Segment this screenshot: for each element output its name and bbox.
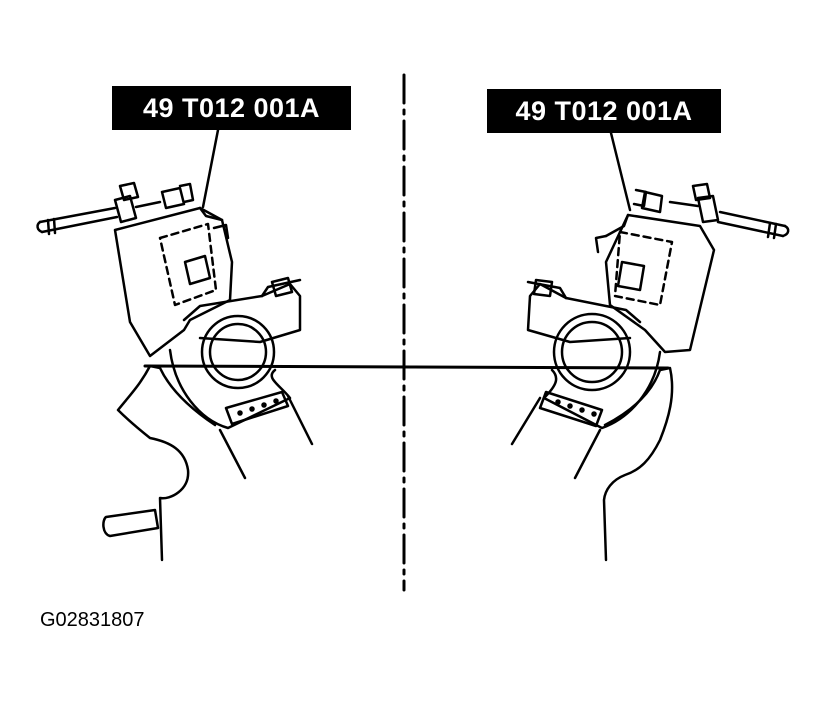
figure-id: G02831807	[40, 609, 145, 631]
right-assembly	[510, 131, 790, 562]
left-assembly	[36, 128, 314, 562]
left-tool-number-label: 49 T012 001A	[112, 86, 351, 130]
right-tool-number-label: 49 T012 001A	[487, 89, 721, 133]
left-cam-cap	[182, 282, 302, 344]
left-leader-line	[201, 128, 220, 209]
right-lifter	[538, 390, 604, 428]
right-leader-line	[609, 131, 632, 212]
left-lifter	[224, 390, 290, 426]
right-camshaft-journal	[552, 312, 632, 392]
left-camshaft-journal	[200, 314, 276, 390]
right-head-outline	[602, 366, 674, 562]
reference-line	[143, 364, 670, 370]
right-adjust-rod	[716, 210, 787, 238]
right-tool-body	[604, 213, 716, 354]
left-adjust-rod	[38, 206, 119, 234]
left-head-outline	[116, 364, 190, 562]
left-tool-body	[113, 206, 234, 358]
left-stud	[102, 508, 160, 538]
